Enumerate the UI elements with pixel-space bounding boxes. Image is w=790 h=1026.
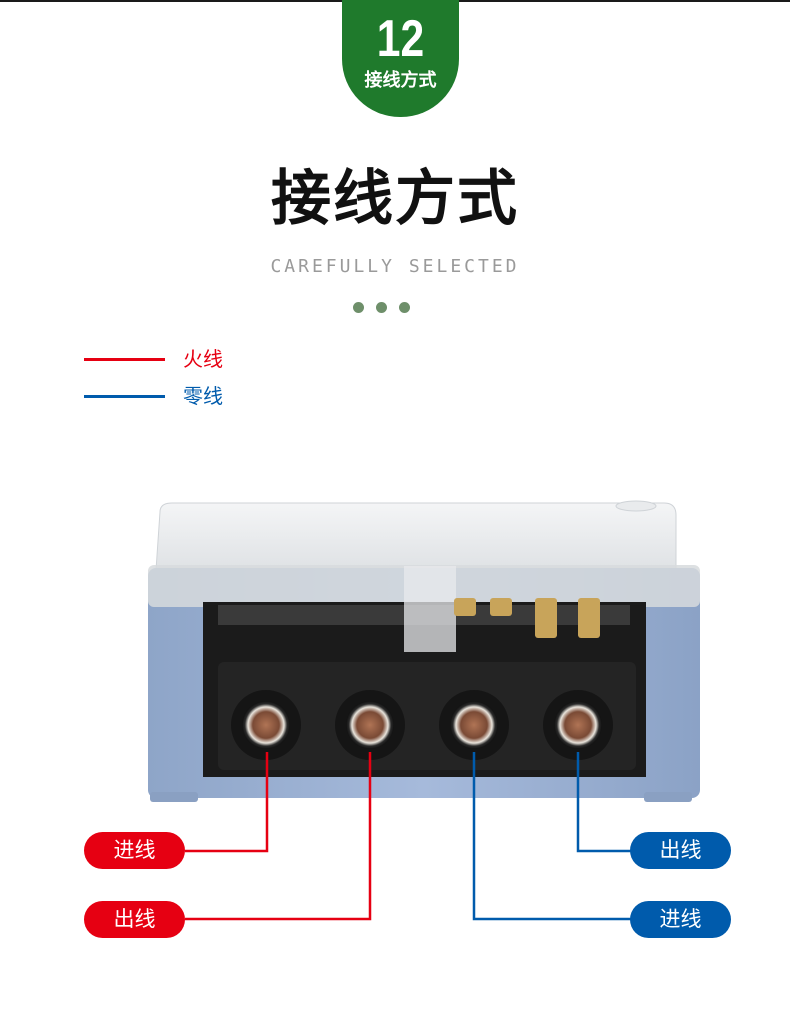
terminal-hole-1-inner bbox=[242, 701, 290, 749]
aux-terminal bbox=[490, 598, 512, 616]
leader-right-out bbox=[576, 752, 632, 853]
seal-clip bbox=[404, 566, 456, 652]
top-cover bbox=[155, 502, 677, 571]
legend-live-label: 火线 bbox=[183, 347, 223, 371]
cover-knob bbox=[615, 500, 657, 512]
label-left-out: 出线 bbox=[84, 901, 185, 938]
terminal-hole-4-inner bbox=[554, 701, 602, 749]
terminal-face bbox=[218, 662, 636, 770]
badge-label: 接线方式 bbox=[364, 70, 437, 91]
dot bbox=[353, 302, 364, 313]
page-subtitle: CAREFULLY SELECTED bbox=[270, 256, 520, 277]
legend-neutral-label: 零线 bbox=[183, 384, 223, 408]
dot bbox=[376, 302, 387, 313]
legend-live-line bbox=[84, 358, 165, 361]
leader-right-in bbox=[472, 752, 632, 921]
terminal-hole-3-inner bbox=[450, 701, 498, 749]
aux-terminal bbox=[454, 598, 476, 616]
leader-left-in bbox=[185, 752, 269, 853]
label-right-out: 出线 bbox=[630, 832, 731, 869]
decorative-dots bbox=[353, 302, 413, 314]
page-title: 接线方式 bbox=[271, 164, 519, 234]
section-badge: 12 接线方式 bbox=[342, 0, 459, 117]
dot bbox=[399, 302, 410, 313]
aux-terminal bbox=[578, 598, 600, 638]
right-foot bbox=[644, 792, 692, 802]
badge-number: 12 bbox=[376, 10, 425, 68]
terminal-hole-2-inner bbox=[346, 701, 394, 749]
aux-terminal bbox=[535, 598, 557, 638]
legend-neutral-line bbox=[84, 395, 165, 398]
left-foot bbox=[150, 792, 198, 802]
leader-left-out bbox=[185, 752, 372, 921]
label-left-in: 进线 bbox=[84, 832, 185, 869]
label-right-in: 进线 bbox=[630, 901, 731, 938]
